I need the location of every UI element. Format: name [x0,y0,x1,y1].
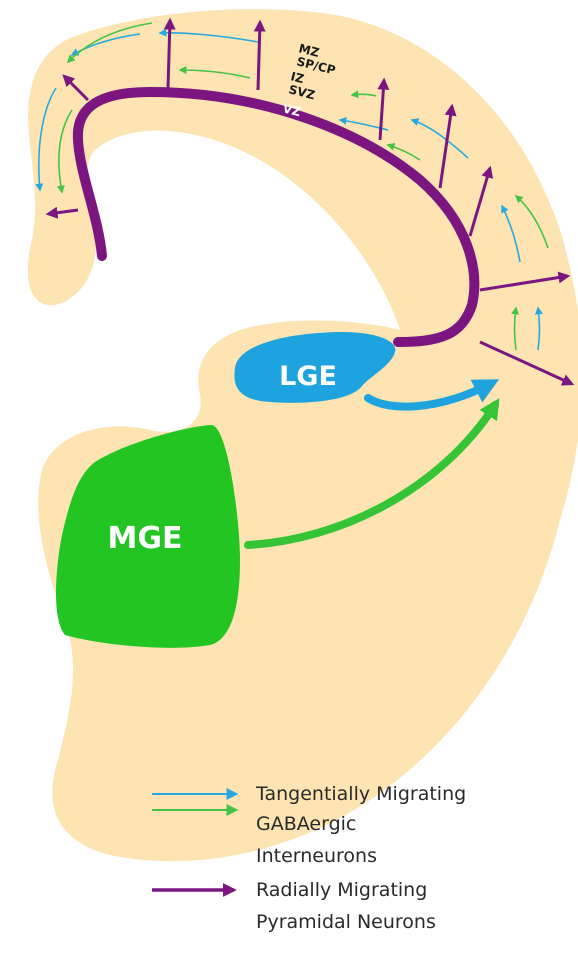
mge-label: MGE [108,521,183,556]
legend: Tangentially Migrating GABAergic Interne… [150,782,570,942]
legend-swatch-tangential [150,784,240,824]
purple-arrow [258,22,260,90]
legend-row-radial: Radially Migrating Pyramidal Neurons [150,878,570,942]
legend-tangential-line3: Interneurons [256,844,377,868]
legend-row-tangential: Tangentially Migrating GABAergic Interne… [150,782,570,878]
legend-tangential-line2: GABAergic [256,812,356,836]
lge-label: LGE [279,361,337,392]
legend-radial-line2: Pyramidal Neurons [256,910,436,934]
tissue-outline [28,9,578,861]
legend-tangential-line1: Tangentially Migrating [256,782,466,806]
legend-radial-line1: Radially Migrating [256,878,427,902]
legend-swatch-radial [150,880,240,900]
purple-arrow [168,20,170,88]
